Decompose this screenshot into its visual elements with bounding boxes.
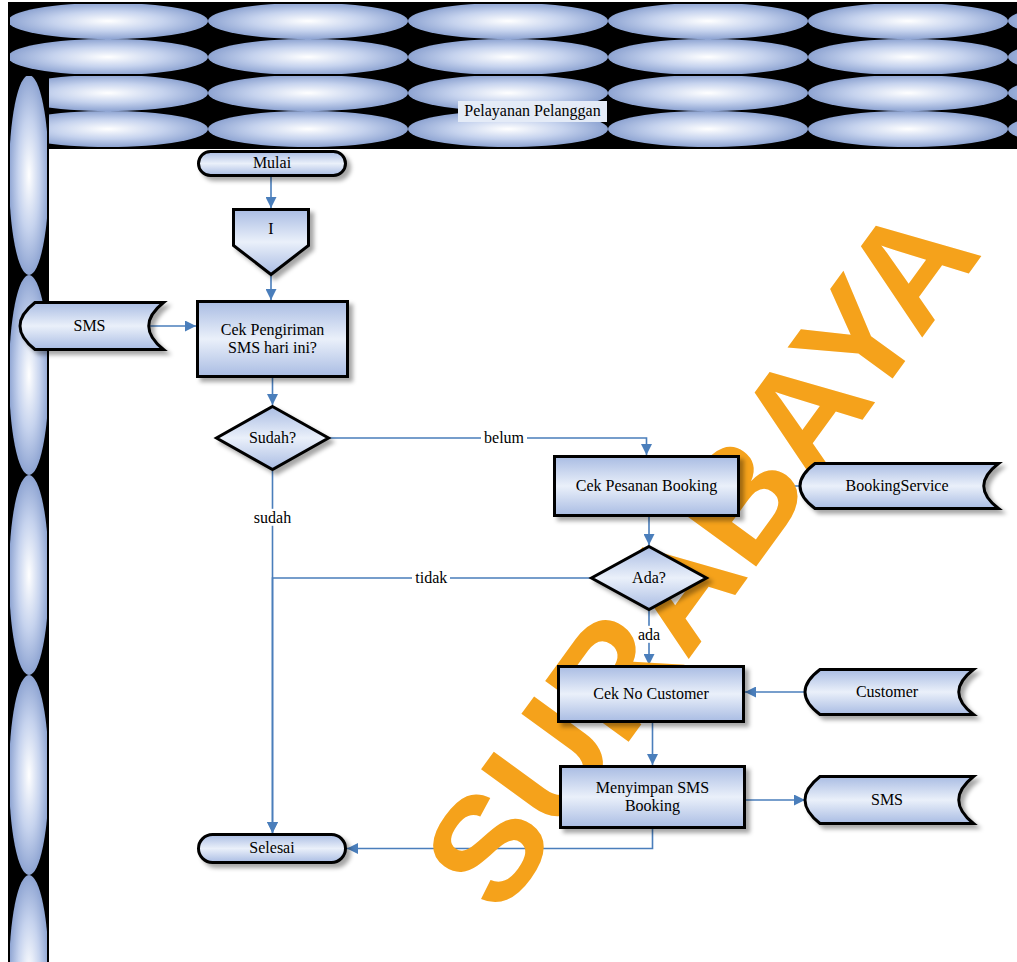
- process-box: Menyimpan SMS Booking: [559, 765, 746, 829]
- data-store: SMS: [20, 301, 165, 351]
- connector: [270, 276, 272, 300]
- lane-title: Pelayanan Pelanggan: [458, 101, 606, 121]
- edge-label: ada: [635, 626, 663, 643]
- node-text: I: [268, 220, 273, 238]
- process-box: Cek Pengiriman SMS hari ini?: [196, 300, 349, 378]
- node-text: Ada?: [632, 569, 666, 587]
- connector: [746, 799, 805, 801]
- decision-diamond: Sudah?: [215, 405, 330, 471]
- data-store: BookingService: [800, 462, 1000, 510]
- edge-label: tidak: [412, 569, 450, 586]
- lane-left-bar: [9, 75, 48, 962]
- terminator: Selesai: [197, 833, 347, 864]
- node-text: Sudah?: [249, 429, 296, 447]
- connector: [745, 691, 805, 693]
- edge-label-box: sudah: [251, 509, 294, 527]
- offpage-connector: I: [232, 208, 310, 276]
- edge-label-box: ada: [635, 626, 663, 644]
- lane-top-band: [9, 3, 1017, 75]
- node-text: BookingService: [845, 477, 948, 495]
- lane-body: [48, 148, 1017, 962]
- lane-header-band: [48, 75, 1017, 148]
- node-text: Customer: [856, 683, 918, 701]
- node-text: SMS: [73, 317, 105, 335]
- edge-label: belum: [481, 429, 527, 446]
- offpage-connector-outline: [232, 208, 310, 276]
- node-text: Cek Pesanan Booking: [576, 477, 717, 495]
- edge-label-box: belum: [481, 429, 527, 447]
- connector: [272, 378, 274, 405]
- swimlane: Pelayanan PelangganSURABAYAMulaiISMSCek …: [8, 0, 1017, 962]
- terminator: Mulai: [197, 150, 347, 177]
- edge-label: sudah: [251, 509, 294, 526]
- connector: [270, 177, 272, 208]
- edge-label-box: tidak: [412, 569, 450, 587]
- process-box: Cek No Customer: [557, 665, 745, 723]
- node-text: Cek Pengiriman SMS hari ini?: [205, 321, 340, 358]
- node-text: Selesai: [249, 839, 294, 857]
- node-text: Menyimpan SMS Booking: [568, 779, 737, 816]
- data-store: Customer: [805, 668, 975, 716]
- connector: [150, 325, 196, 327]
- lane-header: Pelayanan Pelanggan: [48, 75, 1017, 148]
- node-text: Mulai: [253, 154, 291, 172]
- data-store: SMS: [805, 775, 975, 825]
- node-text: SMS: [871, 791, 903, 809]
- process-box: Cek Pesanan Booking: [553, 455, 740, 517]
- node-text: Cek No Customer: [593, 685, 709, 703]
- decision-diamond: Ada?: [590, 545, 708, 611]
